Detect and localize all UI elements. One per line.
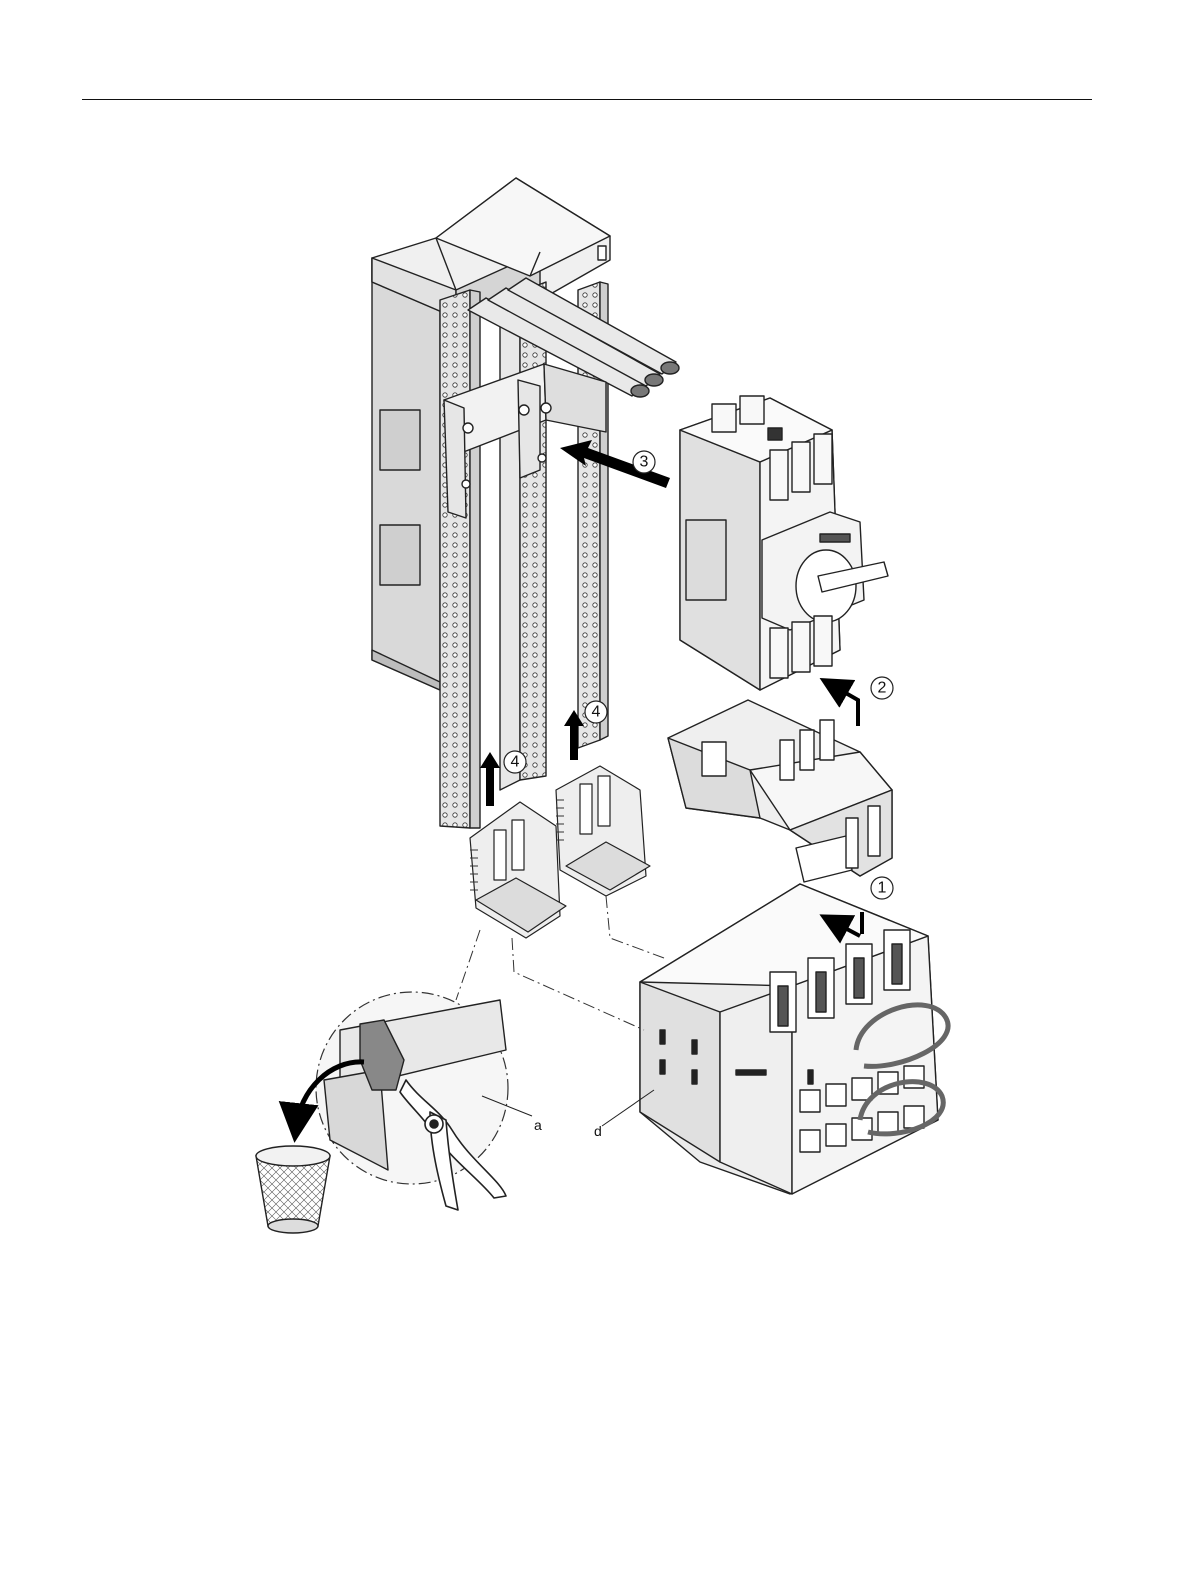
detail-view — [296, 992, 508, 1210]
step-marker-2: 2 — [871, 677, 893, 699]
svg-text:4: 4 — [511, 754, 520, 771]
svg-text:3: 3 — [640, 454, 649, 471]
contactor-icon — [640, 884, 948, 1194]
callout-d: d — [594, 1123, 602, 1139]
step-marker-1: 1 — [871, 877, 893, 899]
step-marker-4b: 4 — [585, 701, 607, 723]
step-marker-3: 3 — [633, 451, 655, 473]
svg-text:2: 2 — [878, 680, 887, 697]
motor-starter-protector-icon — [680, 396, 888, 690]
svg-text:4: 4 — [592, 704, 601, 721]
waste-bin-icon — [256, 1146, 330, 1233]
up-arrow-4a — [480, 752, 500, 806]
svg-text:1: 1 — [878, 880, 887, 897]
busbar-adapter-icon — [372, 178, 679, 828]
mounting-foot-icon — [470, 766, 650, 938]
link-module-icon — [668, 700, 892, 882]
step-marker-4a: 4 — [504, 751, 526, 773]
callout-a: a — [534, 1117, 542, 1133]
